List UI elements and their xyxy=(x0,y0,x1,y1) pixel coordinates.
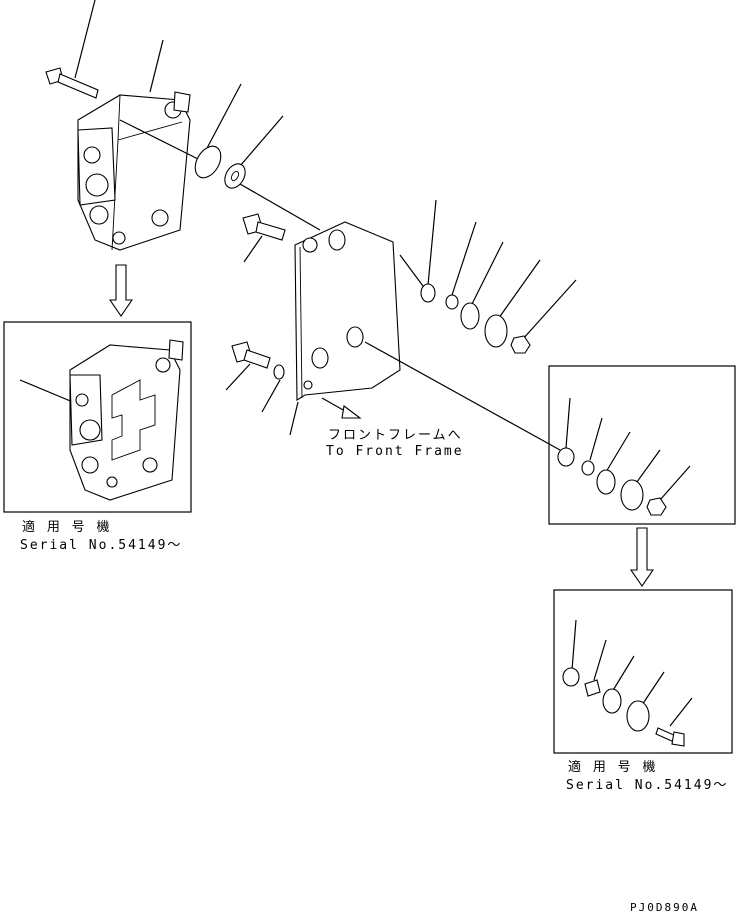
serial-label-right: Serial No.54149～ xyxy=(566,778,729,793)
drawing-code: PJ0D890A xyxy=(630,901,699,914)
down-arrow-icon-left xyxy=(108,264,134,317)
serial-label-left: Serial No.54149～ xyxy=(20,538,183,553)
front-frame-label-jp: フロントフレームへ xyxy=(328,428,463,443)
valve-assembly-top xyxy=(45,0,321,251)
bracket-plate xyxy=(225,213,401,436)
applicable-label-left: 適 用 号 機 xyxy=(22,520,112,535)
inset-box-left xyxy=(3,321,192,513)
down-arrow-icon-right xyxy=(629,527,655,587)
inset-box-right-lower xyxy=(553,589,733,754)
applicable-label-right: 適 用 号 機 xyxy=(568,760,658,775)
inset-box-right-middle xyxy=(548,365,736,525)
hardware-stack-top xyxy=(364,199,577,451)
front-frame-label-en: To Front Frame xyxy=(326,444,464,459)
